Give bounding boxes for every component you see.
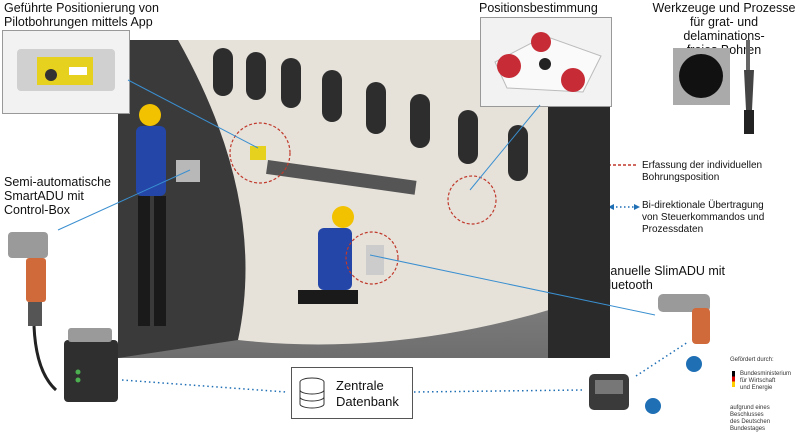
funding-header: Gefördert durch: [730,357,774,363]
drill-bit-icon [744,40,754,134]
app-positioning-image [2,30,130,114]
german-flag-icon [732,371,735,387]
blue-arrow-legend-icon [608,204,640,210]
app-marker [250,146,266,160]
position-detection-label: Positionsbestimmung [479,1,598,15]
red-dashed-legend-icon [608,164,636,166]
bluetooth-icon [686,356,702,372]
bluetooth-icon [645,398,661,414]
smartadu-device [8,232,118,402]
position-sensor-image [480,17,612,107]
drill-hole-image [673,48,730,105]
slimadu-device [658,294,710,344]
handheld-terminal [589,374,629,410]
database-icon [299,377,325,409]
